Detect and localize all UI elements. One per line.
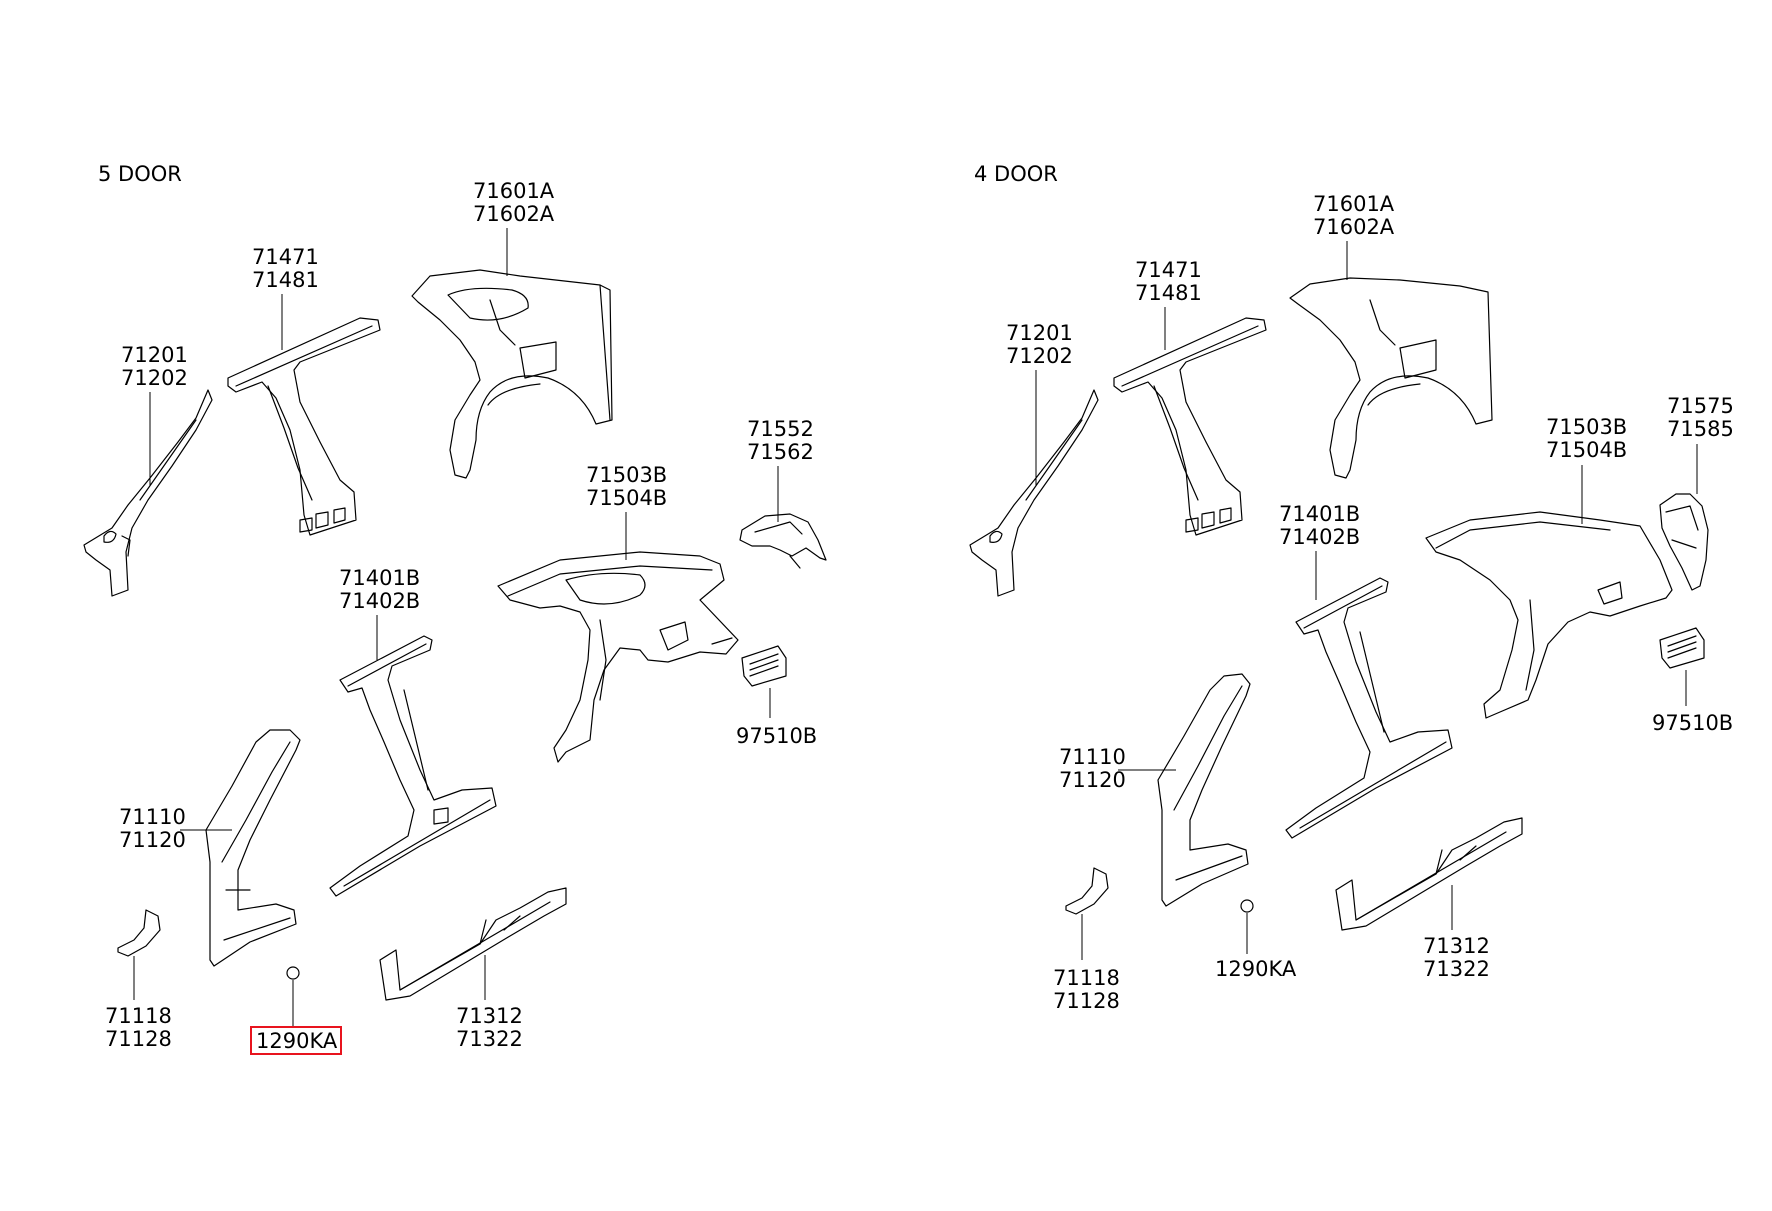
part-71401B[interactable] [1285,577,1453,839]
svg-text:71503B: 71503B [1546,415,1627,439]
svg-text:97510B: 97510B [736,724,817,748]
svg-text:71504B: 71504B [1546,438,1627,462]
part-71110[interactable] [1157,673,1251,907]
part-71201[interactable] [969,389,1099,597]
svg-text:71322: 71322 [1423,957,1490,981]
svg-text:71602A: 71602A [473,202,555,226]
svg-text:71602A: 71602A [1313,215,1395,239]
svg-text:71471: 71471 [252,245,319,269]
label-1290KA[interactable]: 1290KA [250,1026,342,1055]
svg-text:71201: 71201 [121,343,188,367]
highlight-box [250,1026,342,1055]
svg-text:71110: 71110 [119,805,186,829]
part-1290KA[interactable] [1240,899,1254,913]
part-71601A[interactable] [1289,277,1493,479]
label-71552: 71552 71562 [747,417,814,464]
svg-text:71201: 71201 [1006,321,1073,345]
panel-5-door: 5 DOOR 71601A 71602A 71471 71481 [83,162,827,1055]
part-71471[interactable] [227,317,381,536]
svg-text:71481: 71481 [1135,281,1202,305]
part-1290KA[interactable] [286,966,300,980]
svg-text:71481: 71481 [252,268,319,292]
svg-text:1290KA: 1290KA [256,1029,338,1053]
label-71471: 71471 71481 [252,245,319,292]
label-71118: 71118 71128 [105,1004,172,1051]
part-71312[interactable] [379,887,567,1001]
part-71552[interactable] [739,513,827,569]
svg-text:71402B: 71402B [1279,525,1360,549]
svg-text:71128: 71128 [1053,989,1120,1013]
label-71110: 71110 71120 [1059,745,1126,792]
svg-text:71202: 71202 [121,366,188,390]
part-71471[interactable] [1113,317,1267,536]
svg-text:71562: 71562 [747,440,814,464]
part-71118[interactable] [117,909,161,957]
label-97510B: 97510B [1652,711,1733,735]
label-71201: 71201 71202 [121,343,188,390]
svg-text:71585: 71585 [1667,417,1734,441]
part-97510B[interactable] [1659,627,1705,669]
part-71503B[interactable] [497,551,739,763]
part-71601A[interactable] [411,269,613,479]
svg-text:71120: 71120 [119,828,186,852]
label-71601A: 71601A 71602A [473,179,555,226]
label-71312: 71312 71322 [1423,934,1490,981]
label-71503B: 71503B 71504B [586,463,667,510]
svg-text:71601A: 71601A [473,179,555,203]
svg-text:71402B: 71402B [339,589,420,613]
svg-text:71312: 71312 [1423,934,1490,958]
svg-text:71202: 71202 [1006,344,1073,368]
label-71503B: 71503B 71504B [1546,415,1627,462]
part-71201[interactable] [83,389,213,597]
part-71575[interactable] [1659,493,1709,591]
label-71118: 71118 71128 [1053,966,1120,1013]
panel-title: 4 DOOR [974,162,1058,186]
panel-title: 5 DOOR [98,162,182,186]
svg-text:71118: 71118 [105,1004,172,1028]
svg-text:71118: 71118 [1053,966,1120,990]
panel-4-door: 4 DOOR 71601A 71602A 71471 71481 [969,162,1734,1013]
svg-text:97510B: 97510B [1652,711,1733,735]
part-71118[interactable] [1065,867,1109,915]
svg-text:71575: 71575 [1667,394,1734,418]
label-71471: 71471 71481 [1135,258,1202,305]
svg-text:71401B: 71401B [339,566,420,590]
label-71201: 71201 71202 [1006,321,1073,368]
label-1290KA: 1290KA [1215,957,1297,981]
svg-text:71322: 71322 [456,1027,523,1051]
label-71401B: 71401B 71402B [339,566,420,613]
part-97510B[interactable] [741,645,787,687]
svg-text:71110: 71110 [1059,745,1126,769]
svg-text:71552: 71552 [747,417,814,441]
svg-text:71120: 71120 [1059,768,1126,792]
label-71575: 71575 71585 [1667,394,1734,441]
label-71401B: 71401B 71402B [1279,502,1360,549]
label-71312: 71312 71322 [456,1004,523,1051]
svg-text:71601A: 71601A [1313,192,1395,216]
label-71601A: 71601A 71602A [1313,192,1395,239]
svg-text:71128: 71128 [105,1027,172,1051]
part-71110[interactable] [205,729,301,967]
label-71110: 71110 71120 [119,805,186,852]
part-71312[interactable] [1335,817,1523,931]
svg-text:71471: 71471 [1135,258,1202,282]
label-97510B: 97510B [736,724,817,748]
svg-text:71504B: 71504B [586,486,667,510]
svg-text:71503B: 71503B [586,463,667,487]
svg-text:1290KA: 1290KA [1215,957,1297,981]
svg-text:71312: 71312 [456,1004,523,1028]
part-71503B[interactable] [1425,511,1673,719]
svg-text:71401B: 71401B [1279,502,1360,526]
part-71401B[interactable] [329,635,497,897]
